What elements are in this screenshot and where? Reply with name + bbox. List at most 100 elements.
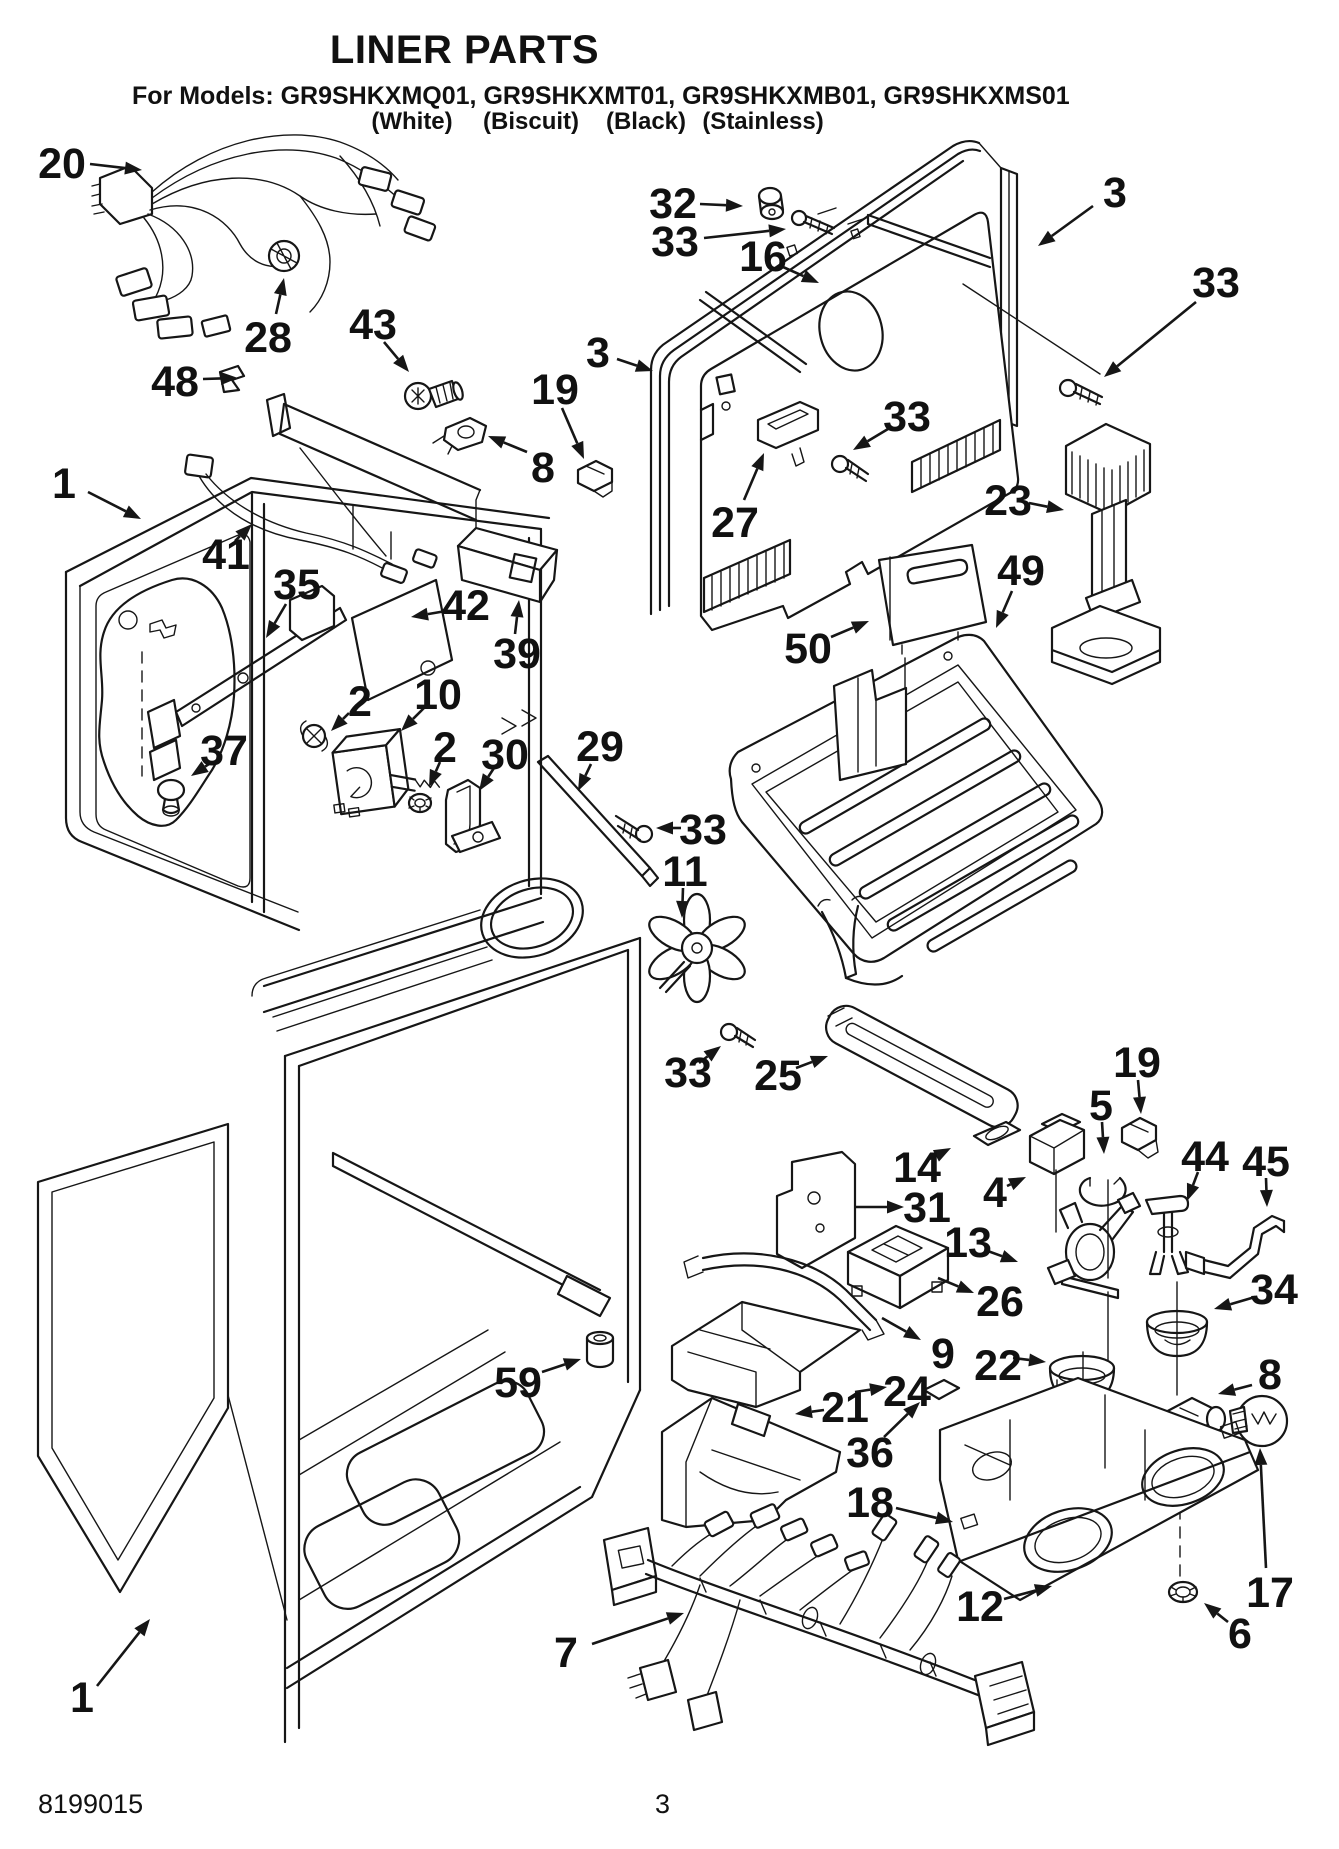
bracket-30-drawing bbox=[444, 778, 502, 854]
spacer-32-drawing bbox=[757, 186, 785, 221]
defrost-pan-49-drawing bbox=[728, 633, 1104, 963]
callout-14: 14 bbox=[893, 1144, 951, 1192]
svg-text:33: 33 bbox=[651, 218, 699, 266]
bracket-27-drawing bbox=[756, 400, 820, 467]
svg-text:7: 7 bbox=[554, 1629, 578, 1677]
evaporator-fan-blade-drawing bbox=[648, 892, 746, 1004]
svg-text:11: 11 bbox=[662, 848, 707, 896]
svg-text:13: 13 bbox=[944, 1219, 992, 1267]
callout-3b: 3 bbox=[586, 329, 653, 377]
callout-9: 9 bbox=[881, 1316, 955, 1378]
finish-label-stainless: (Stainless) bbox=[702, 108, 824, 135]
callout-32: 32 bbox=[649, 180, 743, 228]
callout-27: 27 bbox=[711, 453, 764, 547]
svg-text:9: 9 bbox=[931, 1330, 955, 1378]
plug-button-37-drawing bbox=[156, 778, 186, 817]
callout-42: 42 bbox=[411, 582, 490, 630]
callout-1a: 1 bbox=[52, 460, 141, 519]
svg-text:48: 48 bbox=[151, 358, 199, 406]
svg-text:3: 3 bbox=[586, 329, 610, 377]
svg-text:23: 23 bbox=[984, 477, 1032, 525]
clip-5-drawing bbox=[1078, 1176, 1127, 1207]
callout-8a: 8 bbox=[488, 436, 555, 492]
fan-motor-13-drawing bbox=[1046, 1191, 1142, 1300]
svg-text:20: 20 bbox=[38, 140, 86, 188]
svg-text:42: 42 bbox=[442, 582, 490, 630]
svg-text:3: 3 bbox=[1103, 169, 1127, 217]
main-wire-harness-7-drawing bbox=[602, 1503, 1036, 1747]
callout-22: 22 bbox=[974, 1342, 1046, 1390]
callout-20: 20 bbox=[38, 140, 142, 188]
callout-43: 43 bbox=[349, 301, 409, 372]
bulb-socket-8-top-drawing bbox=[432, 416, 488, 455]
screw-33-bottom-drawing bbox=[719, 1022, 757, 1049]
callout-16: 16 bbox=[739, 233, 819, 283]
callout-2a: 2 bbox=[331, 678, 372, 731]
callout-19b: 19 bbox=[1113, 1039, 1161, 1114]
finish-label-white: (White) bbox=[371, 108, 453, 135]
callout-10: 10 bbox=[401, 671, 462, 731]
plate-31-drawing bbox=[775, 1150, 857, 1270]
svg-text:28: 28 bbox=[244, 314, 292, 362]
evaporator-panel-drawing bbox=[698, 207, 1101, 632]
callout-31: 31 bbox=[856, 1184, 951, 1232]
callout-2b: 2 bbox=[429, 724, 457, 787]
svg-text:21: 21 bbox=[821, 1384, 869, 1432]
light-bulb-17-drawing bbox=[1228, 1394, 1289, 1448]
callout-37: 37 bbox=[191, 727, 248, 776]
callout-5: 5 bbox=[1089, 1082, 1113, 1154]
svg-text:35: 35 bbox=[273, 561, 321, 609]
callout-33d: 33 bbox=[664, 1046, 721, 1097]
svg-text:8: 8 bbox=[1258, 1351, 1282, 1399]
callout-45: 45 bbox=[1242, 1138, 1290, 1207]
svg-text:14: 14 bbox=[893, 1144, 941, 1192]
trim-29-drawing bbox=[501, 709, 660, 888]
svg-text:45: 45 bbox=[1242, 1138, 1290, 1186]
svg-text:1: 1 bbox=[70, 1674, 94, 1722]
callout-29: 29 bbox=[576, 723, 624, 791]
screw-33-fan-drawing bbox=[614, 814, 654, 844]
svg-text:19: 19 bbox=[1113, 1039, 1161, 1087]
svg-text:2: 2 bbox=[348, 678, 372, 726]
svg-text:2: 2 bbox=[433, 724, 457, 772]
fan-motor-bracket-25-drawing bbox=[825, 1004, 1019, 1129]
callout-33c: 33 bbox=[656, 806, 727, 854]
svg-text:34: 34 bbox=[1250, 1266, 1298, 1314]
freezer-wire-harness-drawing bbox=[91, 134, 437, 340]
page-title: LINER PARTS bbox=[329, 28, 600, 72]
callout-11: 11 bbox=[662, 848, 708, 918]
svg-text:25: 25 bbox=[754, 1052, 802, 1100]
callout-26: 26 bbox=[937, 1276, 1024, 1326]
wishbone-bracket-drawing bbox=[817, 895, 904, 986]
callout-17: 17 bbox=[1246, 1448, 1294, 1617]
callout-41: 41 bbox=[202, 524, 252, 579]
svg-text:33: 33 bbox=[883, 393, 931, 441]
svg-text:33: 33 bbox=[679, 806, 727, 854]
grommet-6-drawing bbox=[1167, 1580, 1199, 1604]
callout-28: 28 bbox=[244, 278, 292, 362]
nut-2-drawing bbox=[407, 792, 433, 814]
svg-text:43: 43 bbox=[349, 301, 397, 349]
callout-39: 39 bbox=[493, 600, 541, 678]
svg-text:27: 27 bbox=[711, 499, 759, 547]
svg-text:41: 41 bbox=[202, 531, 250, 579]
callout-49: 49 bbox=[996, 547, 1045, 628]
callout-6: 6 bbox=[1204, 1603, 1252, 1658]
wire-strap-9-drawing bbox=[683, 1252, 885, 1341]
svg-text:6: 6 bbox=[1228, 1610, 1252, 1658]
callout-30: 30 bbox=[479, 731, 529, 791]
svg-text:29: 29 bbox=[576, 723, 624, 771]
defrost-thermostat-44-drawing bbox=[1144, 1194, 1190, 1276]
callout-33b: 33 bbox=[853, 393, 931, 450]
timer-motor-4-drawing bbox=[1028, 1112, 1086, 1176]
callout-1b: 1 bbox=[70, 1619, 150, 1722]
svg-text:18: 18 bbox=[846, 1479, 894, 1527]
thermostat-wire-41-drawing bbox=[184, 447, 438, 584]
svg-text:49: 49 bbox=[997, 547, 1045, 595]
icemaker-mount-12-drawing bbox=[938, 1376, 1260, 1602]
callout-23: 23 bbox=[984, 477, 1064, 525]
svg-text:39: 39 bbox=[493, 630, 541, 678]
